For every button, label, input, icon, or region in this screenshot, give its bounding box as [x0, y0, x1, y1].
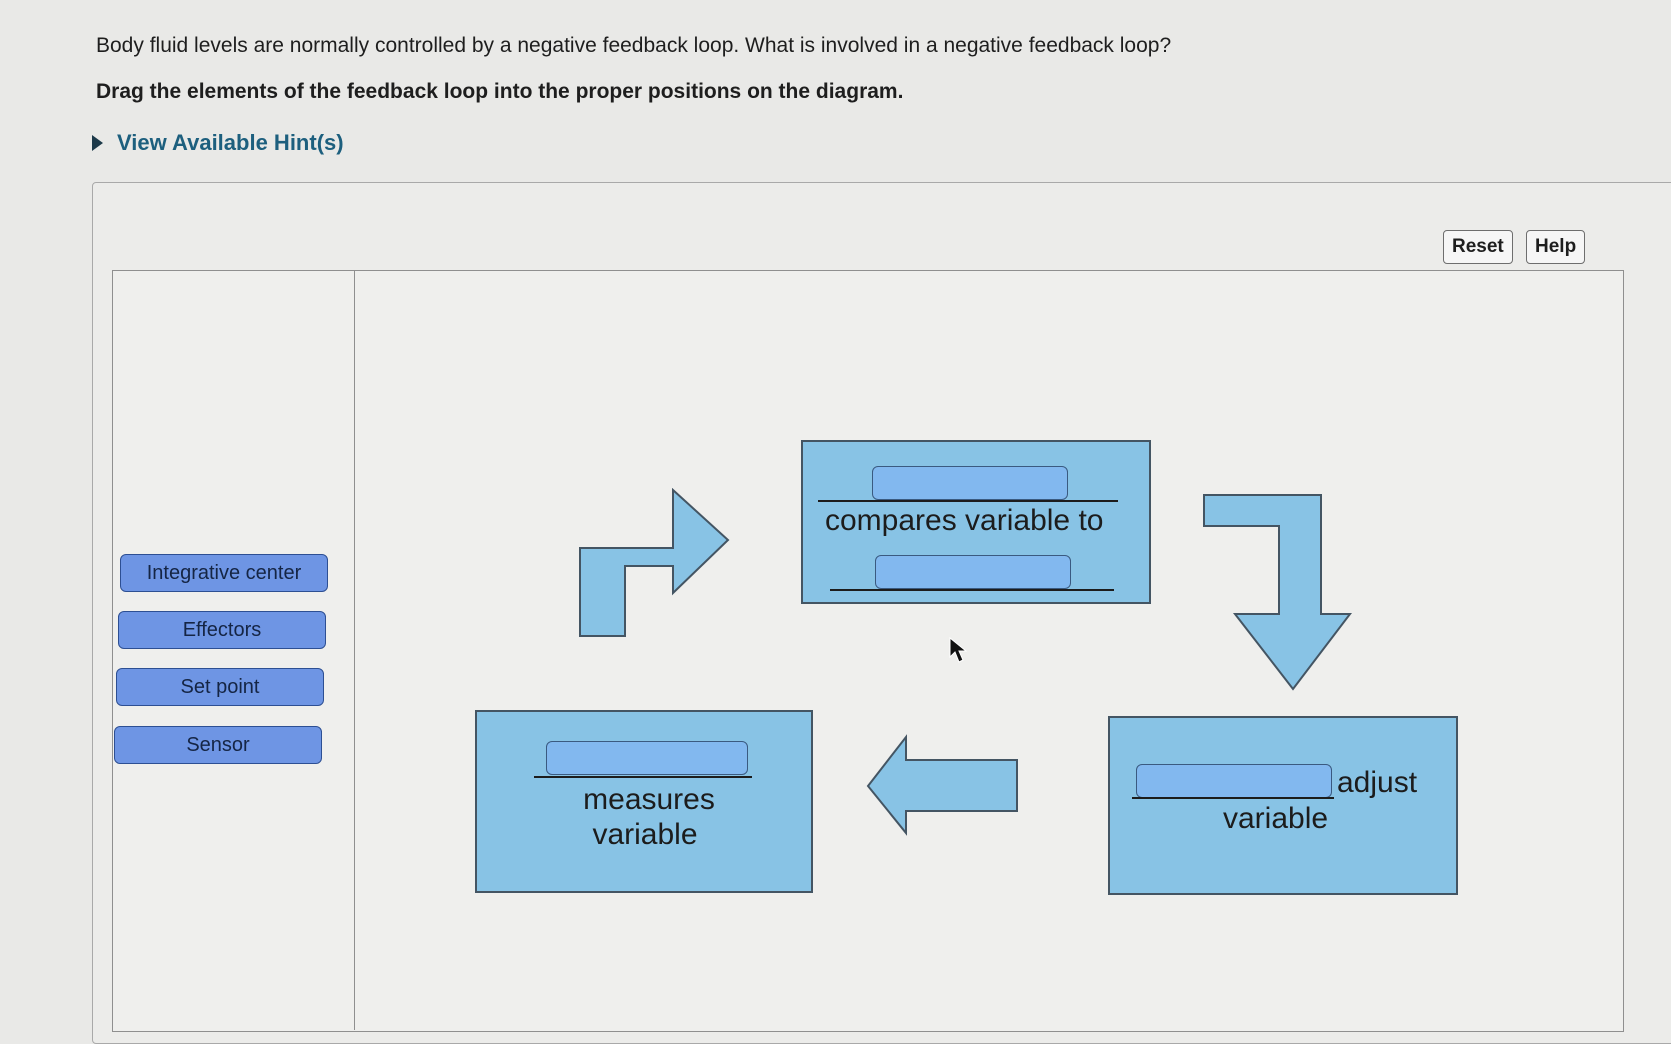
sensor-box: [475, 710, 813, 893]
measures-text: measures: [583, 783, 715, 816]
question-text: Body fluid levels are normally controlle…: [96, 34, 1172, 57]
tile-effectors[interactable]: Effectors: [118, 611, 326, 649]
drop-target-top-1[interactable]: [872, 466, 1068, 500]
tile-set-point[interactable]: Set point: [116, 668, 324, 706]
variable-text: variable: [1223, 802, 1329, 835]
blank-underline: [818, 500, 1118, 502]
view-hints-toggle[interactable]: View Available Hint(s): [92, 130, 344, 156]
adjust-text: adjust: [1337, 766, 1418, 799]
drag-drop-area: [112, 270, 1624, 1032]
blank-underline: [1132, 797, 1334, 799]
instruction-text: Drag the elements of the feedback loop i…: [96, 80, 904, 103]
arrow-center-to-effectors-icon: [1203, 494, 1352, 691]
view-hints-label: View Available Hint(s): [117, 130, 344, 155]
tile-sensor[interactable]: Sensor: [114, 726, 322, 764]
drop-target-top-2[interactable]: [875, 555, 1071, 589]
effectors-box: [1108, 716, 1458, 895]
arrow-effectors-to-sensor-icon: [866, 734, 1018, 836]
compares-variable-text: compares variable to: [825, 504, 1104, 537]
mouse-cursor-icon: [949, 637, 968, 663]
drop-target-left[interactable]: [546, 741, 748, 775]
drop-target-right[interactable]: [1136, 764, 1332, 798]
variable-text: variable: [592, 818, 698, 851]
expand-triangle-icon: [92, 135, 103, 151]
arrow-sensor-to-center-icon: [579, 488, 730, 637]
blank-underline: [534, 776, 752, 778]
help-button[interactable]: Help: [1526, 230, 1586, 264]
reset-button[interactable]: Reset: [1443, 230, 1513, 264]
tile-bank: [112, 270, 355, 1030]
tile-integrative-center[interactable]: Integrative center: [120, 554, 328, 592]
blank-underline: [830, 589, 1114, 591]
